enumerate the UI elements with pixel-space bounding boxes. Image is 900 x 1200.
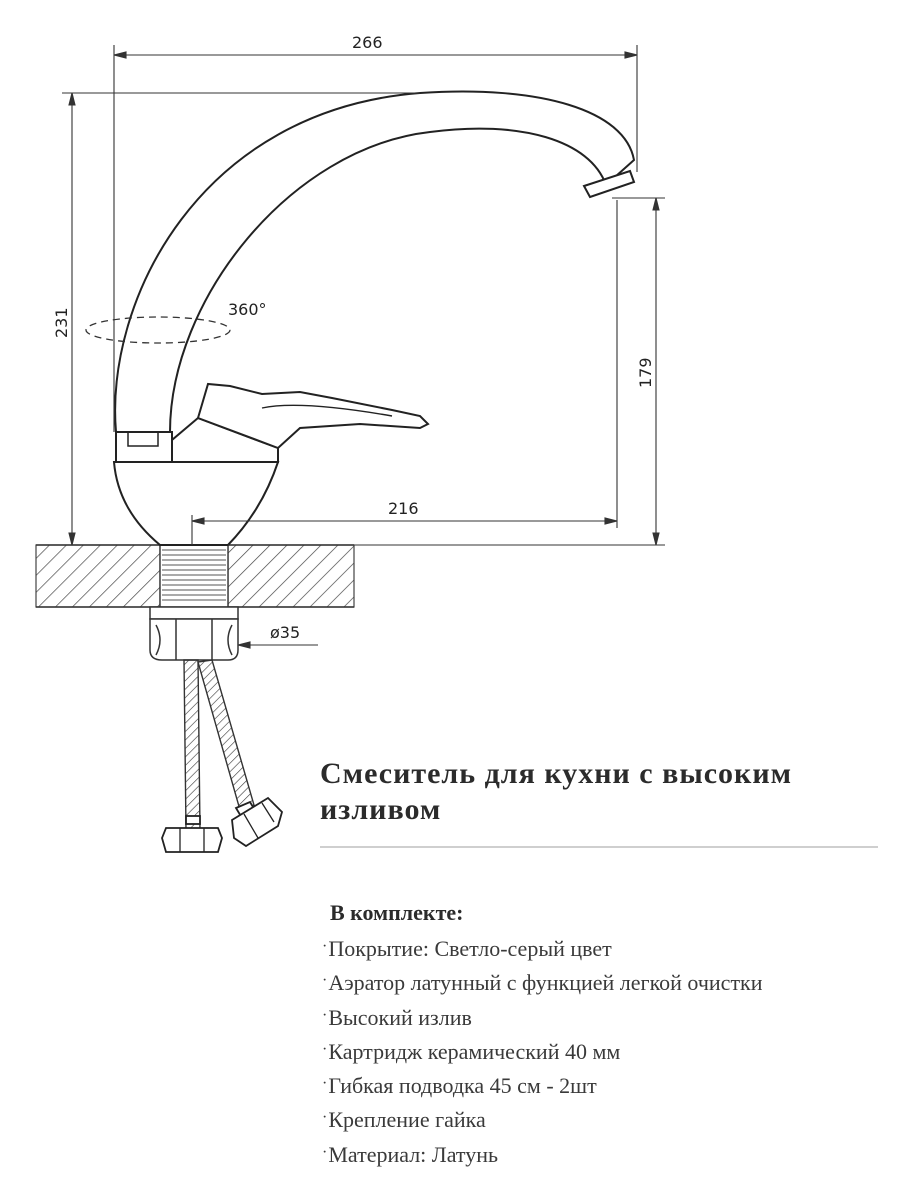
bullet-icon: · (322, 1040, 328, 1058)
feature-text: Материал: Латунь (328, 1141, 499, 1167)
rotation-indicator: 360° (85, 300, 267, 344)
threaded-stud (159, 544, 229, 608)
product-title-line2: изливом (320, 793, 442, 826)
height-label: 231 (52, 307, 71, 338)
flexible-hose-right (197, 659, 255, 811)
faucet-technical-drawing: 360° 266 231 179 216 ø35 (35, 33, 665, 853)
dimension-diameter (237, 641, 318, 649)
hose-nut-right (231, 796, 284, 848)
list-item: ·Покрытие: Светло-серый цвет (322, 932, 763, 966)
feature-text: Аэратор латунный с функцией легкой очист… (328, 970, 763, 996)
product-title-line1: Смеситель для кухни с высоким (320, 757, 793, 790)
product-title: Смеситель для кухни с высоким изливом (320, 756, 880, 828)
bullet-icon: · (322, 938, 328, 955)
bullet-icon: · (322, 1109, 328, 1127)
kit-heading: В комплекте: (330, 900, 464, 925)
dimension-spout-reach (191, 200, 618, 545)
flexible-hose-left (183, 659, 201, 831)
width-label: 266 (352, 33, 383, 52)
rotation-label: 360° (228, 300, 267, 319)
diameter-label: ø35 (270, 623, 300, 642)
list-item: ·Материал: Латунь (322, 1138, 763, 1172)
feature-text: Высокий излив (328, 1004, 472, 1030)
hose-nut-left (161, 815, 223, 853)
spout-height-label: 179 (636, 357, 655, 388)
bullet-icon: · (322, 1006, 328, 1024)
list-item: ·Гибкая подводка 45 см - 2шт (322, 1069, 763, 1103)
faucet-body (112, 90, 636, 546)
dimension-spout-height (228, 197, 665, 546)
feature-text: Крепление гайка (328, 1107, 486, 1133)
bullet-icon: · (322, 1075, 328, 1093)
feature-text: Гибкая подводка 45 см - 2шт (328, 1073, 597, 1099)
kit-feature-list: ·Покрытие: Светло-серый цвет ·Аэратор ла… (322, 932, 763, 1172)
list-item: ·Крепление гайка (322, 1103, 763, 1137)
list-item: ·Высокий излив (322, 1001, 763, 1035)
spout-reach-label: 216 (388, 499, 419, 518)
list-item: ·Аэратор латунный с функцией легкой очис… (322, 966, 763, 1000)
list-item: ·Картридж керамический 40 мм (322, 1035, 763, 1069)
mounting-nut (149, 606, 239, 661)
feature-text: Картридж керамический 40 мм (328, 1038, 621, 1064)
title-divider (320, 846, 878, 848)
dimension-height (62, 92, 420, 546)
bullet-icon: · (322, 972, 328, 990)
dimension-width (113, 45, 638, 432)
feature-text: Покрытие: Светло-серый цвет (328, 936, 612, 961)
product-info: Смеситель для кухни с высоким изливом В … (320, 756, 880, 1167)
bullet-icon: · (322, 1143, 328, 1161)
